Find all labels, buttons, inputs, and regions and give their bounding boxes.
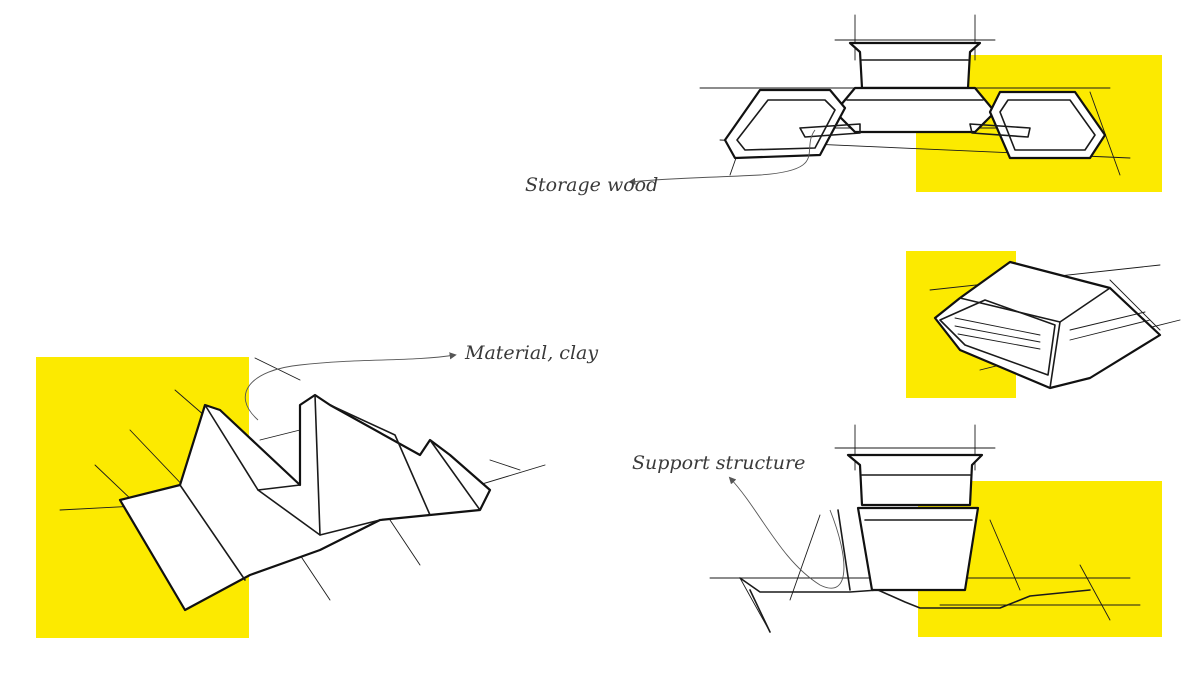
label-material-clay: Material, clay bbox=[464, 342, 598, 364]
label-support-structure: Support structure bbox=[632, 452, 805, 474]
hollow-profile-sketch bbox=[929, 260, 1181, 390]
leader-lines bbox=[244, 129, 845, 589]
storage-wood-sketch bbox=[699, 14, 1131, 176]
clay-material-sketch bbox=[59, 357, 546, 612]
label-storage-wood: Storage wood bbox=[525, 174, 658, 196]
material-leader-line bbox=[244, 352, 457, 421]
support-structure-sketch bbox=[709, 424, 1141, 633]
storage-leader-line bbox=[628, 129, 816, 186]
support-leader-line bbox=[728, 476, 845, 589]
